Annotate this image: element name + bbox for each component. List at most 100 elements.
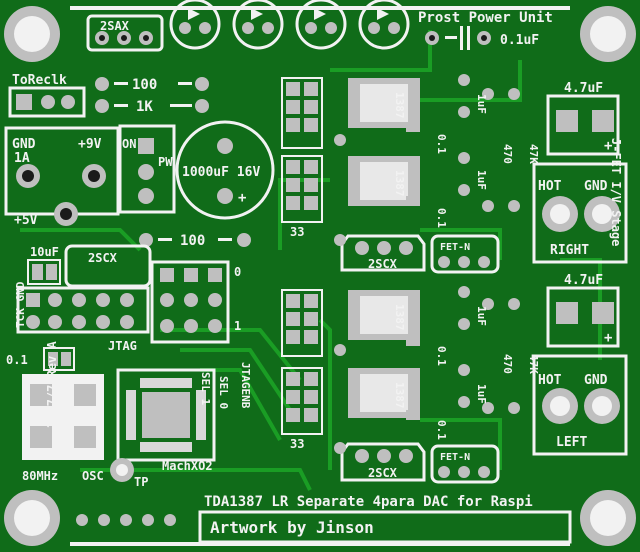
jtag-header	[16, 286, 150, 334]
led-arrows	[188, 8, 389, 20]
label-sel1: SEL 1	[199, 372, 212, 405]
label-47uf-top: 4.7uF	[564, 81, 603, 96]
label-num0: 0	[234, 265, 241, 279]
label-left: LEFT	[556, 435, 587, 450]
label-cap1000: 1000uF 16V	[182, 165, 260, 180]
label-gnd-right: GND	[584, 179, 608, 194]
label-jtagenb: JTAGENB	[239, 362, 252, 409]
led-row	[169, 0, 410, 50]
label-title: TDA1387 LR Separate 4para DAC for Raspi	[204, 494, 533, 510]
label-on: ON	[122, 137, 136, 151]
dac-ic-top-1	[348, 78, 420, 128]
transistor-2sax	[86, 14, 164, 52]
cap-47uf-bottom	[546, 286, 620, 348]
resistor-100-top	[95, 77, 209, 91]
fpga-machxo2	[116, 368, 216, 462]
label-ic1: 1387	[393, 92, 406, 119]
label-r100-a: 100	[132, 77, 157, 93]
label-hot-left: HOT	[538, 373, 562, 388]
cap-power-unit	[425, 26, 491, 50]
label-osc: OSC	[82, 469, 104, 483]
label-toreclk: ToReclk	[12, 73, 67, 88]
label-plus-47-top: +	[604, 138, 612, 154]
label-ic4: 1387	[393, 382, 406, 409]
label-r100-b: 100	[180, 233, 205, 249]
label-fetn-bottom: FET-N	[440, 452, 470, 463]
oscillator	[22, 374, 104, 460]
label-470-bottom: 470	[501, 354, 514, 374]
label-47k-bottom: 47K	[527, 354, 540, 374]
label-c01-d: 0.1	[435, 420, 448, 440]
label-jfet: J-FET I/V Stage	[609, 138, 623, 246]
gpio-outline	[198, 510, 572, 544]
label-prost: Prost Power Unit	[418, 10, 553, 26]
label-artwork: Artwork by Jinson	[210, 518, 374, 537]
label-2scx-left: 2SCX	[88, 251, 118, 265]
mounting-hole-br	[580, 490, 636, 546]
label-47k-top: 47K	[527, 144, 540, 164]
label-1uf-c: 1uF	[475, 306, 488, 326]
mounting-hole-bl	[4, 490, 60, 546]
label-2scx-bottom: 2SCX	[368, 466, 398, 480]
label-machxo2: MachXO2	[162, 459, 213, 473]
label-33-bottom: 33	[290, 437, 304, 451]
mounting-hole-tl	[4, 6, 60, 62]
label-right: RIGHT	[550, 243, 589, 258]
power-jack	[4, 126, 120, 226]
test-point	[110, 458, 134, 482]
label-c01-left: 0.1	[6, 353, 28, 367]
label-c01-c: 0.1	[435, 346, 448, 366]
outline-bottom	[70, 542, 570, 546]
label-date: 2017/7 Rev A	[45, 341, 59, 428]
label-470-top: 470	[501, 144, 514, 164]
transistor-2scx-left	[64, 244, 152, 288]
power-switch	[118, 124, 176, 214]
cap-1000uf	[175, 120, 275, 220]
label-gnd: GND	[12, 137, 36, 152]
rca-left	[532, 354, 628, 456]
label-cap-01uf: 0.1uF	[500, 33, 539, 48]
gpio-header	[76, 514, 176, 526]
label-1uf-b: 1uF	[475, 170, 488, 190]
label-1uf-a: 1uF	[475, 94, 488, 114]
resistor-array-33-bottom	[281, 289, 323, 435]
resistor-array-33-top	[281, 77, 323, 223]
outline-top	[70, 6, 570, 10]
resistor-100-mid	[139, 233, 251, 247]
label-1a: 1A	[14, 151, 30, 166]
fet-n-top	[430, 234, 500, 274]
label-r1k: 1K	[136, 99, 153, 115]
rca-right	[532, 162, 628, 264]
label-plus9v: +9V	[78, 137, 102, 152]
label-plus5v: +5V	[14, 213, 38, 228]
label-plus-47-bottom: +	[604, 330, 612, 346]
label-num1: 1	[234, 319, 241, 333]
label-plus-cap: +	[238, 190, 246, 206]
label-47uf-bottom: 4.7uF	[564, 273, 603, 288]
label-ic3: 1387	[393, 304, 406, 331]
label-tck-gnd: TCK GND	[14, 281, 27, 328]
fet-n-bottom	[430, 444, 500, 484]
toreclk-header	[8, 86, 86, 118]
cap-10uf	[27, 259, 61, 285]
label-ic2: 1387	[393, 170, 406, 197]
vertical-pads	[334, 74, 520, 454]
label-gnd-left: GND	[584, 373, 608, 388]
label-sel0: SEL 0	[217, 376, 230, 409]
dac-ic-top-2	[348, 156, 420, 206]
label-tp: TP	[134, 475, 148, 489]
dac-ic-bottom-2	[348, 368, 420, 418]
cap-47uf-top	[546, 94, 620, 156]
mounting-hole-tr	[580, 6, 636, 62]
label-c01-b: 0.1	[435, 208, 448, 228]
label-pw: PW	[158, 155, 173, 169]
label-80mhz: 80MHz	[22, 469, 58, 483]
label-33-top: 33	[290, 225, 304, 239]
label-jtag: JTAG	[108, 339, 137, 353]
cap-01-left	[43, 347, 75, 371]
dac-ic-bottom-1	[348, 290, 420, 340]
label-fetn-top: FET-N	[440, 242, 470, 253]
